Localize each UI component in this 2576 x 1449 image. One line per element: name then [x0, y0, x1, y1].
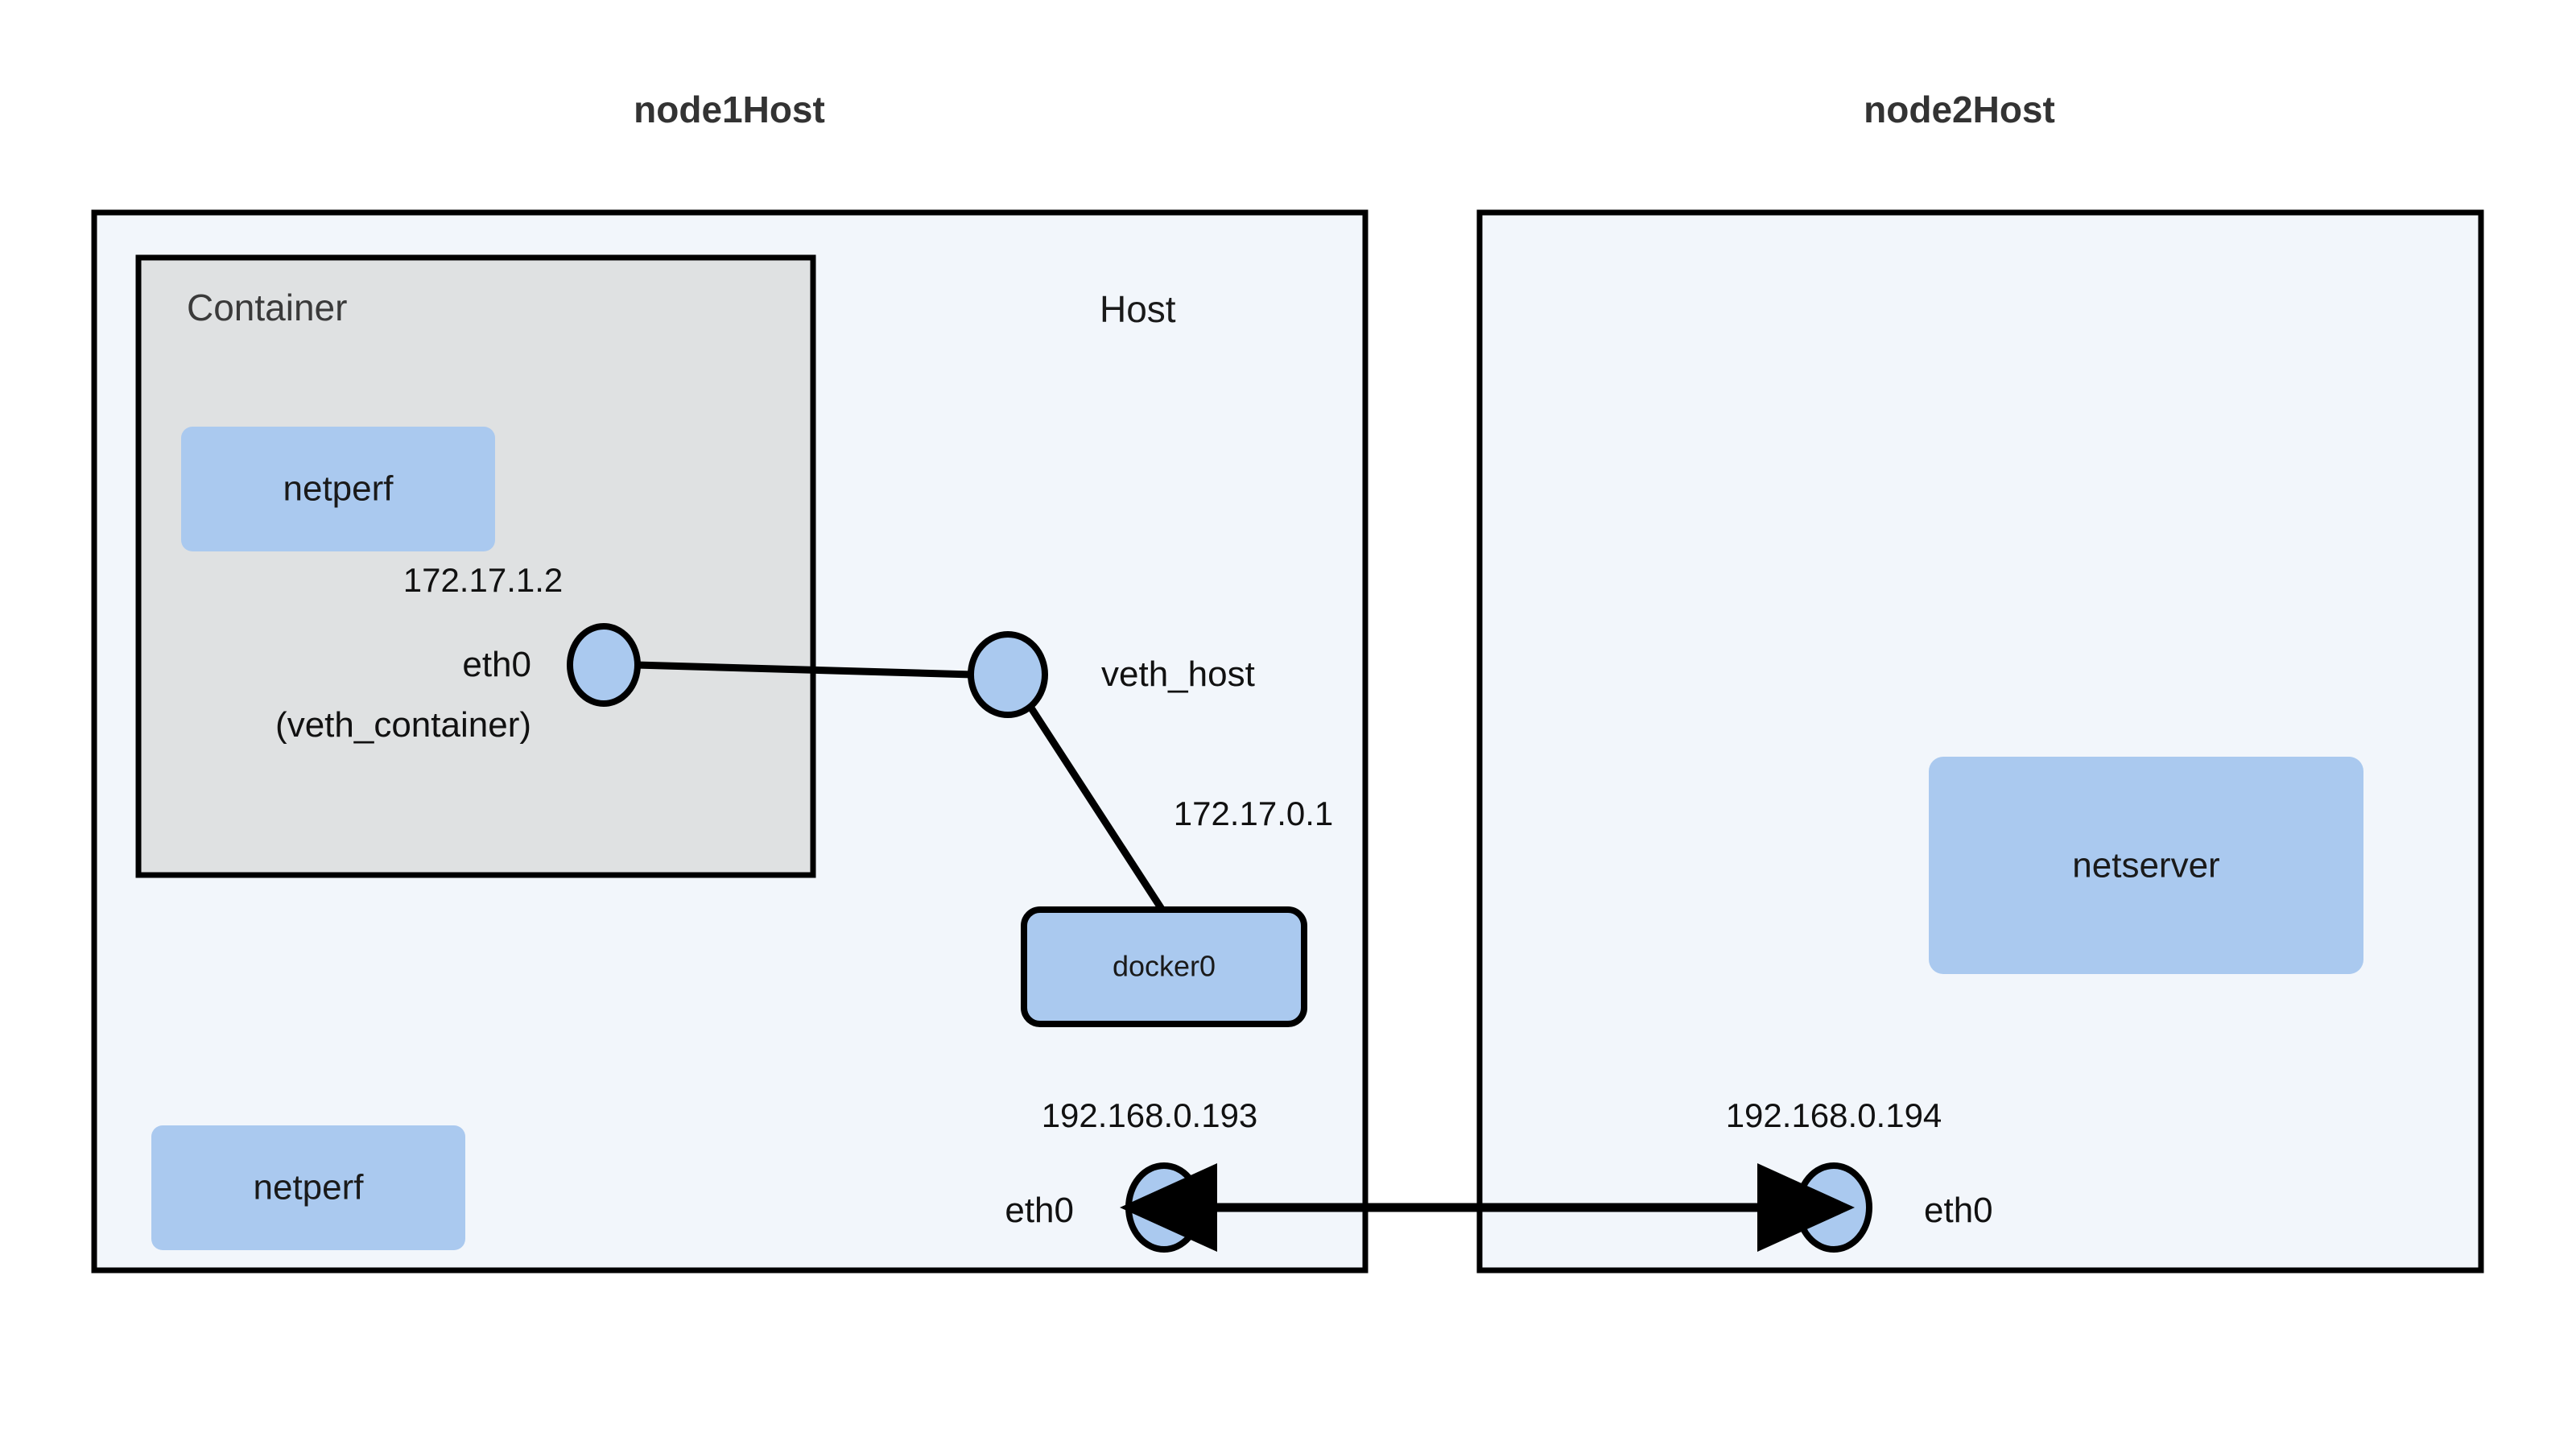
node1-container-box [135, 254, 816, 878]
node1-container-eth0-label-line1: eth0 [462, 645, 531, 684]
link-container-eth0-to-veth-host [635, 661, 973, 679]
node1-veth-host-label: veth_host [1101, 654, 1255, 694]
node2-host-eth0-label: eth0 [1924, 1191, 1993, 1230]
node1-container-eth0-ip: 172.17.1.2 [403, 561, 564, 599]
node1-container-eth0-interface [567, 623, 641, 707]
node2-host-title: node2Host [1864, 89, 2055, 130]
node2-netserver-label: netserver [2072, 846, 2219, 886]
node2-netserver-box [1929, 757, 2363, 974]
node1-docker0-label: docker0 [1113, 950, 1216, 983]
node1-container-label: Container [187, 287, 347, 328]
node1-docker0-ip: 172.17.0.1 [1174, 795, 1334, 832]
node1-host-netperf-label: netperf [254, 1168, 365, 1208]
node1-host-group: node1Host Host Container netperf 172.17.… [91, 89, 1368, 1274]
node1-container-netperf-label: netperf [283, 469, 394, 509]
node1-container-netperf-box [181, 427, 495, 551]
node1-container-group: Container netperf 172.17.1.2 eth0 (veth_… [135, 254, 816, 878]
node1-host-title: node1Host [634, 89, 825, 130]
node1-host-eth0-interface [1125, 1162, 1203, 1253]
node1-host-eth0-ip: 192.168.0.193 [1042, 1096, 1258, 1134]
node1-veth-host-interface [968, 631, 1048, 718]
node2-host-group: node2Host netserver 192.168.0.194 eth0 [1476, 89, 2484, 1274]
node1-docker0-box [1021, 906, 1307, 1027]
node2-host-eth0-interface [1795, 1162, 1872, 1253]
node1-container-eth0-label-line2: (veth_container) [275, 705, 531, 745]
link-veth-host-to-docker0 [1027, 704, 1170, 920]
node2-host-box [1476, 209, 2484, 1274]
node1-host-zone-label: Host [1100, 288, 1176, 330]
node1-host-eth0-label: eth0 [1005, 1191, 1074, 1230]
node2-host-eth0-ip: 192.168.0.194 [1726, 1096, 1942, 1134]
node1-host-netperf-box [151, 1125, 465, 1250]
